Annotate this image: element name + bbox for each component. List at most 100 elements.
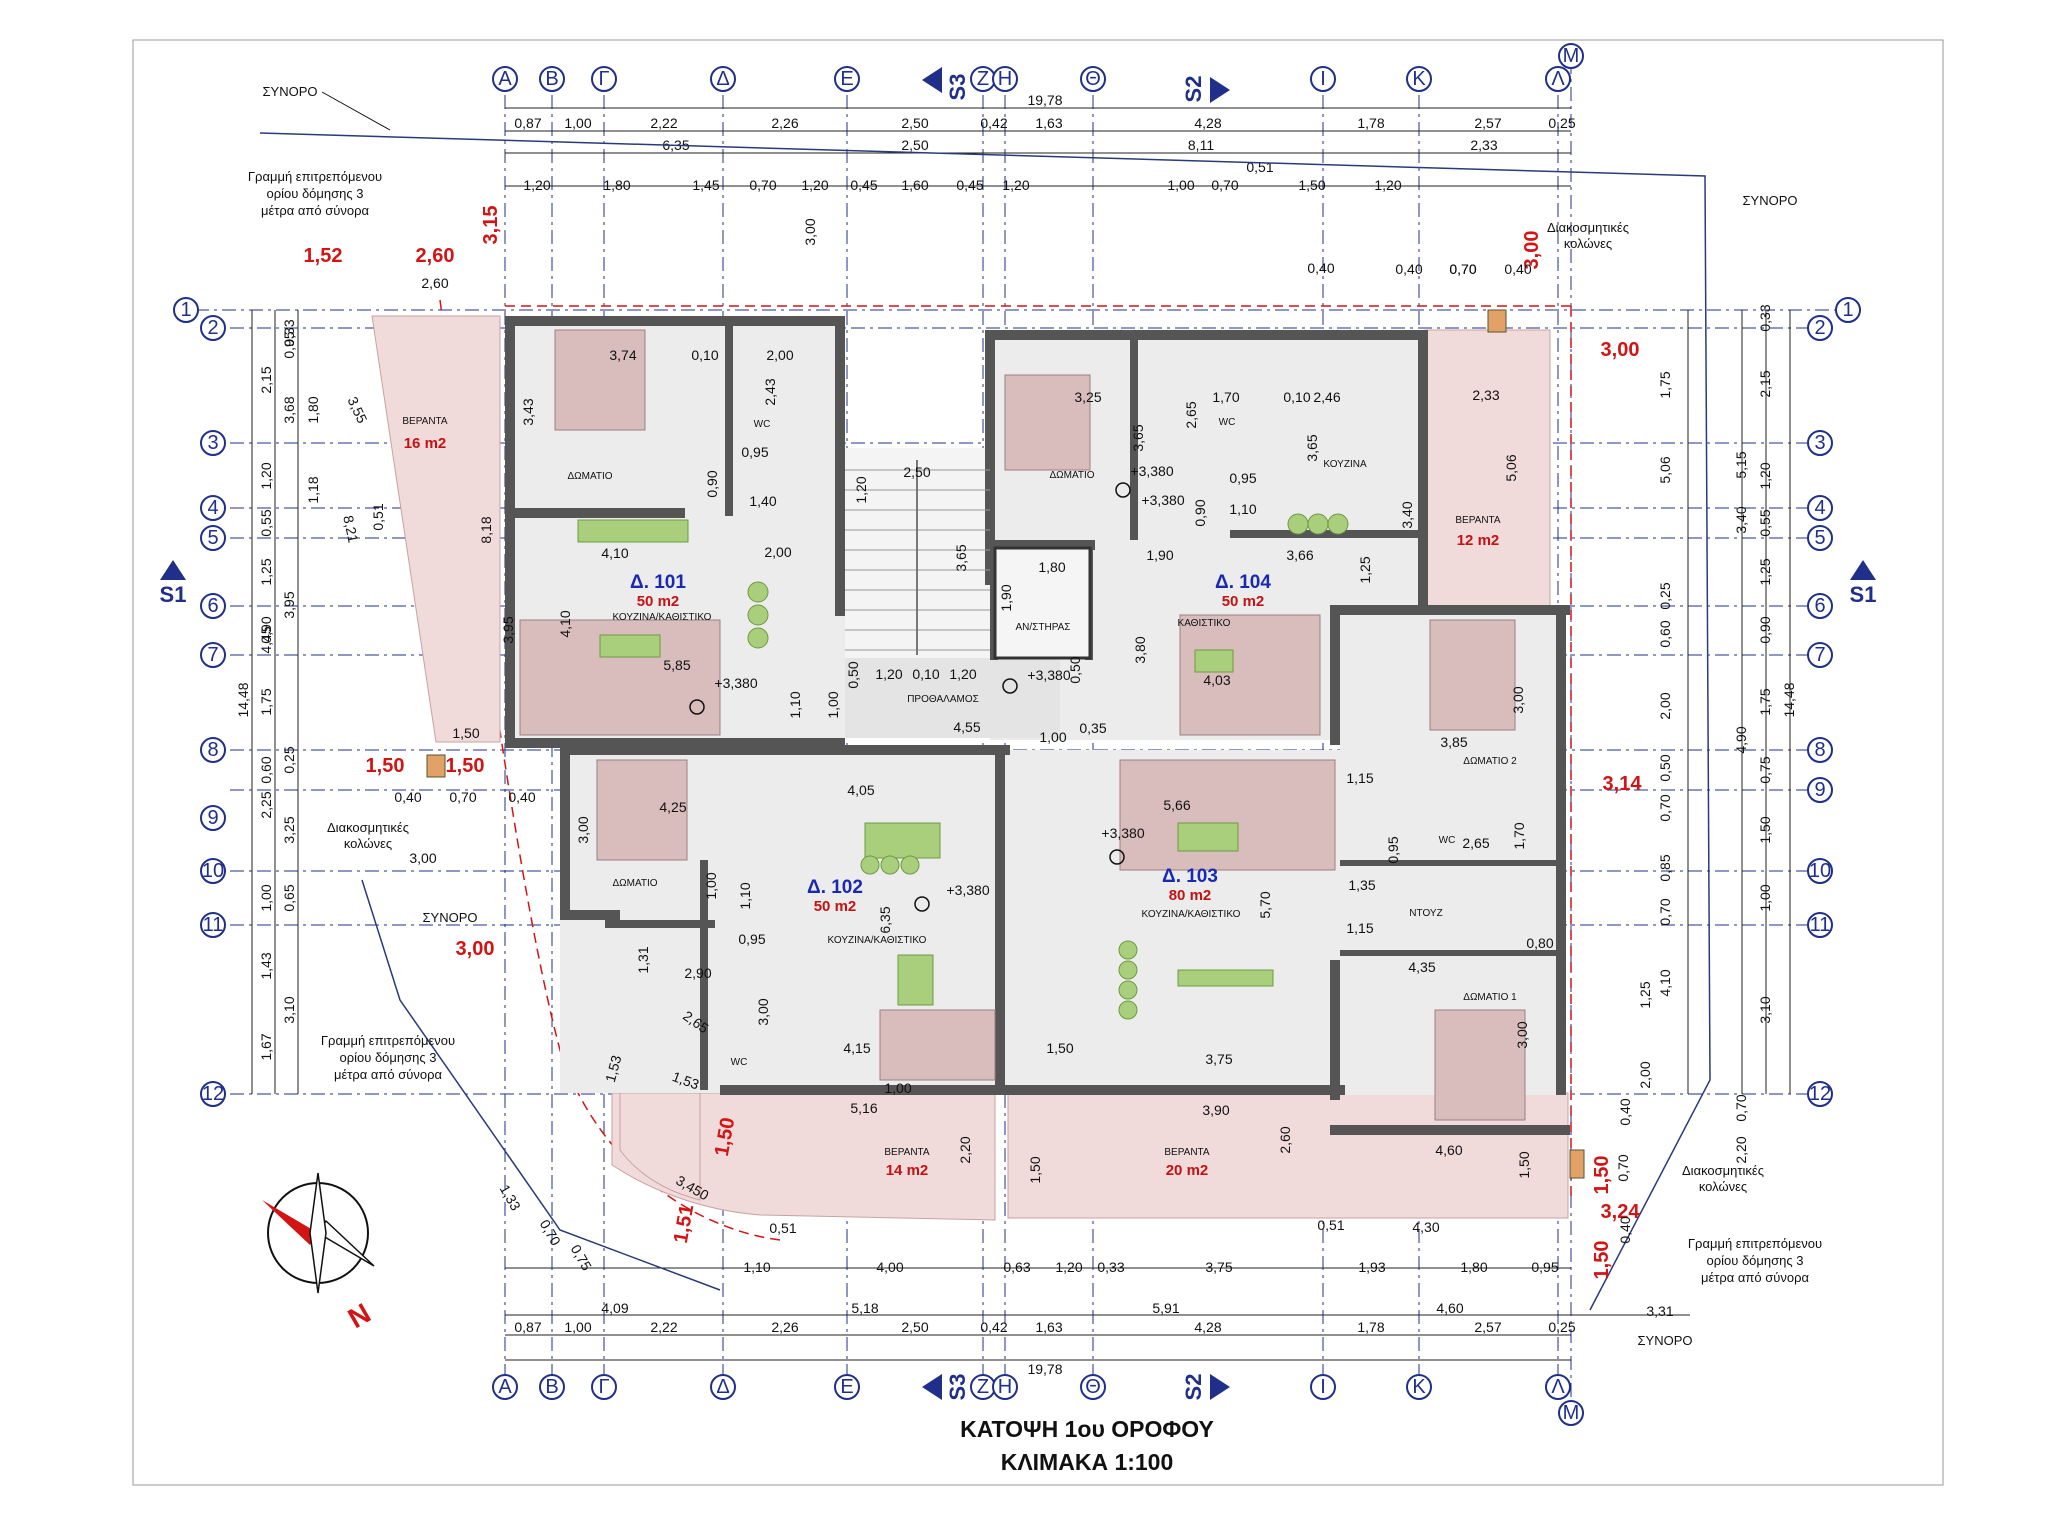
dim: 2,33 bbox=[1470, 137, 1497, 153]
dim: 0,70 bbox=[449, 789, 476, 805]
bed-room2 bbox=[1429, 619, 1516, 731]
axis-bubbles-bottom: Α Β Γ Δ Ε Ζ Η Θ Ι Κ Λ Μ bbox=[492, 1374, 1584, 1426]
dim: 3,55 bbox=[345, 394, 371, 426]
dim: 0,90 bbox=[1192, 499, 1208, 526]
dim: 0,90 bbox=[704, 470, 720, 497]
axis-label: 9 bbox=[1814, 779, 1825, 801]
dim: 1,20 bbox=[258, 462, 274, 489]
level: +3,380 bbox=[946, 882, 989, 898]
axis-label: Μ bbox=[1563, 45, 1580, 67]
red-dim: 1,50 bbox=[1591, 1156, 1613, 1195]
dim-total-bottom: 19,78 bbox=[1027, 1361, 1062, 1377]
dim: 1,00 bbox=[825, 691, 841, 718]
axis-label: 4 bbox=[207, 497, 218, 519]
section-s3-bottom-marker bbox=[922, 1374, 942, 1400]
dim: 1,50 bbox=[1027, 1156, 1043, 1183]
room-label: ΝΤΟΥΖ bbox=[1409, 908, 1442, 919]
axis-bubble-top-k bbox=[1406, 66, 1432, 92]
bed-101 bbox=[554, 329, 646, 431]
bed-room1 bbox=[1434, 1009, 1526, 1121]
table-103 bbox=[1177, 822, 1239, 852]
axis-bubble-bottom-m bbox=[1558, 1400, 1584, 1426]
dim: 5,66 bbox=[1163, 797, 1190, 813]
dim: 3,25 bbox=[1074, 389, 1101, 405]
dim: 1,80 bbox=[1038, 559, 1065, 575]
room-label: ΠΡΟΘΑΛΑΜΟΣ bbox=[907, 694, 979, 705]
bed-102 bbox=[596, 759, 688, 861]
section-s1-right-marker bbox=[1850, 560, 1876, 580]
deco-note-top-1: Διακοσμητικές bbox=[1547, 220, 1629, 235]
level: +3,380 bbox=[714, 675, 757, 691]
dim: 0,95 bbox=[1385, 836, 1401, 863]
dim: 1,78 bbox=[1357, 115, 1384, 131]
coffee-102 bbox=[897, 954, 934, 1006]
column-top bbox=[1487, 309, 1507, 333]
axis-bubbles-top: Α Β Γ Δ Ε Ζ Η Θ Ι Κ Λ Μ bbox=[492, 43, 1584, 92]
drawing-title: ΚΑΤΟΨΗ 1ου ΟΡΟΦΟΥ ΚΛΙΜΑΚΑ 1:100 bbox=[960, 1416, 1214, 1475]
axis-label: 5 bbox=[207, 527, 218, 549]
veranda-label: ΒΕΡΑΝΤΑ bbox=[402, 416, 448, 427]
dim: 1,78 bbox=[1357, 1319, 1384, 1335]
title-line-1: ΚΑΤΟΨΗ 1ου ΟΡΟΦΟΥ bbox=[960, 1416, 1214, 1442]
table-104 bbox=[1194, 649, 1234, 673]
dim: 1,10 bbox=[787, 691, 803, 718]
axis-bubble-top-a bbox=[492, 66, 518, 92]
dim: 0,60 bbox=[1657, 620, 1673, 647]
boundary-line-left bbox=[361, 879, 721, 1291]
dim: 0,10 bbox=[1283, 389, 1310, 405]
veranda-14-curve bbox=[619, 1092, 701, 1201]
dim: 3,00 bbox=[755, 998, 771, 1025]
dim: 3,65 bbox=[1304, 434, 1320, 461]
apt-104-id: Δ. 104 bbox=[1215, 572, 1271, 593]
dim: 0,70 bbox=[1657, 794, 1673, 821]
dim: 0,10 bbox=[912, 666, 939, 682]
veranda-12 bbox=[1424, 329, 1551, 607]
dims-top: 19,78 0,87 1,00 2,22 2,26 2,50 0,42 1,63… bbox=[505, 92, 1576, 246]
setback-note-left-3: μέτρα από σύνορα bbox=[334, 1067, 443, 1082]
dim: 0,55 bbox=[1757, 509, 1773, 536]
setback-note-left-2: ορίου δόμησης 3 bbox=[339, 1050, 436, 1065]
axis-label: Θ bbox=[1085, 68, 1101, 90]
dim: 3,80 bbox=[1132, 636, 1148, 663]
dim: 1,50 bbox=[1298, 177, 1325, 193]
deco-note-right-2: κολώνες bbox=[1699, 1179, 1747, 1194]
dim: 1,75 bbox=[258, 688, 274, 715]
apt-103-area: 80 m2 bbox=[1169, 887, 1212, 904]
dim: 3,25 bbox=[281, 816, 297, 843]
room-label: ΔΩΜΑΤΙΟ bbox=[1049, 470, 1094, 481]
axis-bubble-bottom-l bbox=[1545, 1374, 1571, 1400]
dim: 1,15 bbox=[1346, 920, 1373, 936]
axis-label: 8 bbox=[207, 739, 218, 761]
boundary-note-right: ΣΥΝΟΡΟ bbox=[1743, 193, 1798, 208]
dim: 3,43 bbox=[520, 398, 536, 425]
dim: 0,75 bbox=[568, 1242, 596, 1274]
dim: 0,95 bbox=[738, 931, 765, 947]
dim: 4,00 bbox=[876, 1259, 903, 1275]
axis-bubble-top-i bbox=[1310, 66, 1336, 92]
dim: 2,26 bbox=[771, 1319, 798, 1335]
room-label: ΚΟΥΖΙΝΑ bbox=[1323, 459, 1367, 470]
furniture bbox=[519, 329, 1526, 1121]
level: +3,380 bbox=[1141, 492, 1184, 508]
dim: 3,40 bbox=[1733, 506, 1749, 533]
dim: 1,25 bbox=[1757, 558, 1773, 585]
room-label: ΚΟΥΖΙΝΑ/ΚΑΘΙΣΤΙΚΟ bbox=[1142, 909, 1241, 920]
dim: 1,20 bbox=[1055, 1259, 1082, 1275]
dim: 5,06 bbox=[1657, 456, 1673, 483]
level: +3,380 bbox=[1130, 463, 1173, 479]
section-s1-right-label: S1 bbox=[1850, 582, 1877, 607]
dim: 1,31 bbox=[635, 946, 651, 973]
dim: 2,00 bbox=[1637, 1061, 1653, 1088]
sofa-104 bbox=[1179, 614, 1321, 736]
dim: 0,42 bbox=[980, 115, 1007, 131]
axis-label: 8 bbox=[1814, 739, 1825, 761]
dim-total-right: 14,48 bbox=[1781, 682, 1797, 717]
dim: 0,60 bbox=[258, 756, 274, 783]
section-s3-bottom-label: S3 bbox=[945, 1374, 970, 1401]
dim: 0,90 bbox=[258, 616, 274, 643]
section-s2-bottom-label: S2 bbox=[1181, 1374, 1206, 1401]
room-label: ΑΝ/ΣΤΗΡΑΣ bbox=[1016, 622, 1071, 633]
dim: 1,53 bbox=[602, 1053, 625, 1084]
dim: 1,70 bbox=[1511, 822, 1527, 849]
dim: 1,00 bbox=[258, 884, 274, 911]
